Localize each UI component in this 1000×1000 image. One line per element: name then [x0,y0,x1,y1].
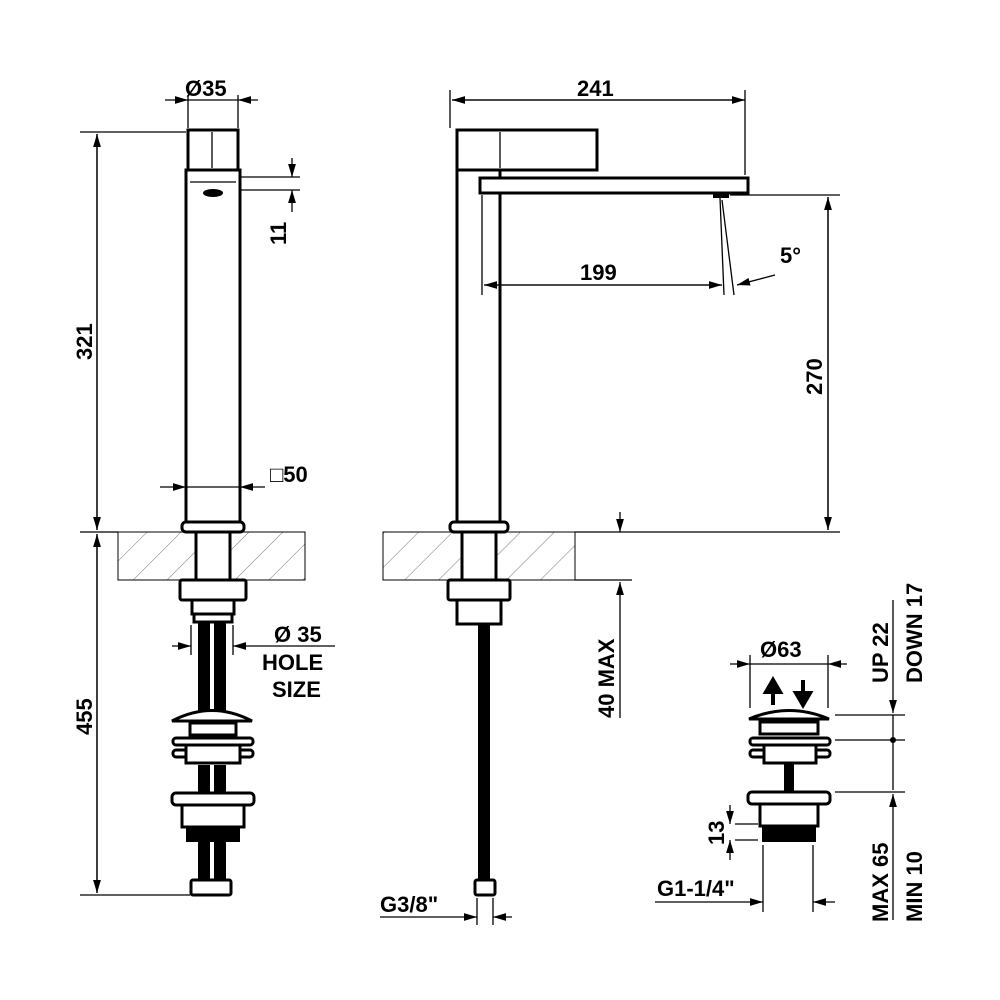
counter-thickness-label: 40 MAX [594,638,619,718]
thread-length-label: 13 [704,821,729,845]
spout-reach-label: 199 [580,260,617,285]
height-below-counter-label: 455 [72,698,97,735]
lever-gap-label: 11 [266,222,291,245]
cap-diameter-label: Ø63 [760,637,802,662]
height-above-counter-label: 321 [72,323,97,360]
faucet-cap [186,128,240,172]
hose-side [478,624,490,880]
body-square-label: □50 [270,462,308,487]
faucet-head [455,128,599,172]
spout [478,176,750,195]
braided-hoses [198,622,226,880]
down-travel-label: DOWN 17 [902,583,927,683]
hole-diameter-label: Ø 35 [274,622,322,647]
min-length-label: MIN 10 [902,851,927,922]
up-arrow-icon [762,676,784,705]
spout-angle-label: 5° [780,243,801,268]
front-view: Ø35 11 321 455 □50 Ø 35 HOLE SIZE [72,76,335,897]
faucet-body [184,168,242,524]
faucet-body-side [455,168,502,524]
waste-thread-label: G1-1/4" [657,876,735,901]
up-travel-label: UP 22 [868,622,893,683]
spout-height-label: 270 [802,358,827,395]
pop-up-waste-view: Ø63 UP 22 DOWN 17 MAX 65 MIN 10 13 G1-1/… [655,583,927,922]
top-diameter-label: Ø35 [185,76,227,101]
total-depth-label: 241 [577,76,614,101]
hole-label-line2: SIZE [272,677,321,702]
side-view: 241 199 5° 270 40 MAX G3/8" [380,76,840,925]
hole-label-line1: HOLE [262,650,323,675]
down-arrow-icon [792,680,814,709]
hose-thread-label: G3/8" [380,892,438,917]
max-length-label: MAX 65 [868,843,893,922]
